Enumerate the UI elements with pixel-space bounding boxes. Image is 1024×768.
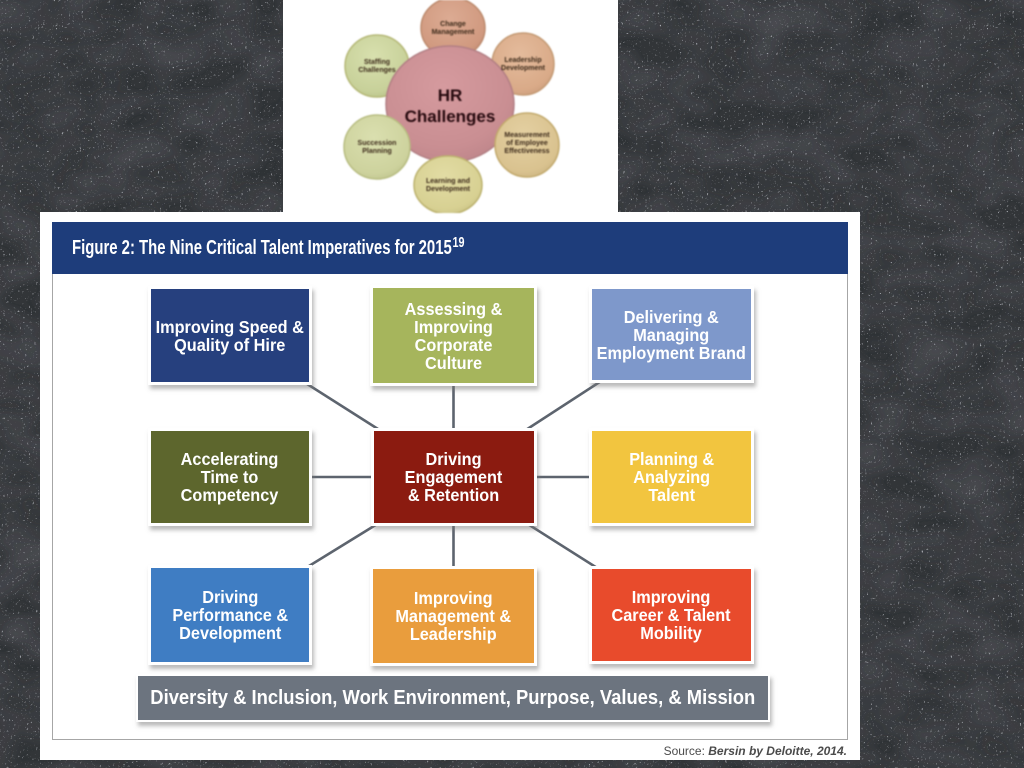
svg-text:Planning: Planning xyxy=(362,148,392,155)
svg-text:Challenges: Challenges xyxy=(358,67,395,74)
svg-text:Challenges: Challenges xyxy=(405,107,496,126)
svg-text:Staffing: Staffing xyxy=(364,59,390,66)
svg-text:Change: Change xyxy=(440,21,466,28)
svg-text:Leadership: Leadership xyxy=(504,57,541,64)
svg-text:Development: Development xyxy=(501,65,546,72)
svg-text:Management: Management xyxy=(432,29,475,36)
svg-text:Learning and: Learning and xyxy=(426,178,470,185)
svg-text:Measurement: Measurement xyxy=(504,132,550,139)
svg-text:Effectiveness: Effectiveness xyxy=(504,148,549,155)
svg-text:of Employee: of Employee xyxy=(506,140,548,147)
svg-text:HR: HR xyxy=(438,86,463,105)
svg-text:Development: Development xyxy=(426,186,471,193)
svg-text:Succession: Succession xyxy=(358,140,397,147)
